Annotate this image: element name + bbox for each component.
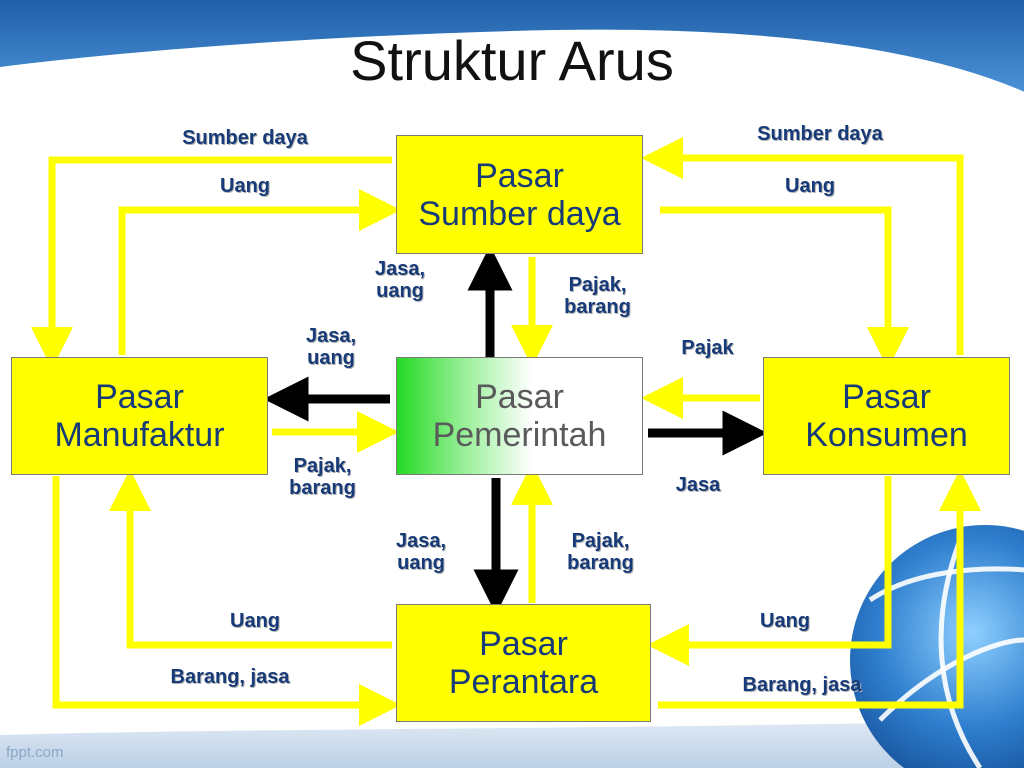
flow-barang-jasa-perantara-to-konsumen [658,469,981,709]
node-pasar-konsumen: Pasar Konsumen [763,357,1010,475]
node-label: Pasar Manufaktur [54,378,225,454]
label-pajak-right: Pajak [681,337,734,359]
label-pajak-barang-center-top: Pajak, barang [564,274,631,318]
flow-barang-jasa-manufaktur-to-perantara [52,476,401,726]
label-pajak-barang-left: Pajak, barang [289,455,356,499]
label-uang-bottom-right: Uang [760,610,810,632]
node-label: Pasar Konsumen [805,378,968,454]
flow-uang-to-konsumen [660,206,909,369]
node-pasar-perantara: Pasar Perantara [396,604,651,722]
node-label: Pasar Perantara [448,625,599,701]
node-pasar-pemerintah: Pasar Pemerintah [396,357,643,475]
label-sumber-daya-left: Sumber daya [182,127,308,149]
flow-uang-perantara-to-manufaktur [109,469,392,649]
label-jasa-uang-left: Jasa, uang [305,325,357,369]
slide-title: Struktur Arus [350,29,674,92]
label-pajak-barang-center-bottom: Pajak, barang [567,530,634,574]
node-label: Pasar Pemerintah [432,378,607,454]
label-barang-jasa-bottom-left: Barang, jasa [170,666,290,688]
node-pasar-manufaktur: Pasar Manufaktur [11,357,268,475]
node-label: Pasar Sumber daya [418,156,621,233]
label-sumber-daya-right: Sumber daya [757,123,883,145]
flow-sumber-daya-from-konsumen [641,137,964,355]
node-pasar-sumber-daya: Pasar Sumber daya [396,135,643,254]
flow-uang-to-sumber-daya [118,189,401,355]
label-barang-jasa-bottom-right: Barang, jasa [742,674,862,696]
label-jasa-uang-center-top: Jasa, uang [374,258,426,302]
footer-brand: fppt.com [6,744,64,761]
label-uang-top-left: Uang [220,175,270,197]
label-jasa-uang-center-bottom: Jasa, uang [395,530,447,574]
label-jasa-right: Jasa [675,474,721,496]
flow-sumber-daya-to-manufaktur [31,156,392,369]
label-uang-top-right: Uang [785,175,835,197]
label-uang-bottom-left: Uang [230,610,280,632]
flow-uang-konsumen-to-perantara [647,476,892,666]
